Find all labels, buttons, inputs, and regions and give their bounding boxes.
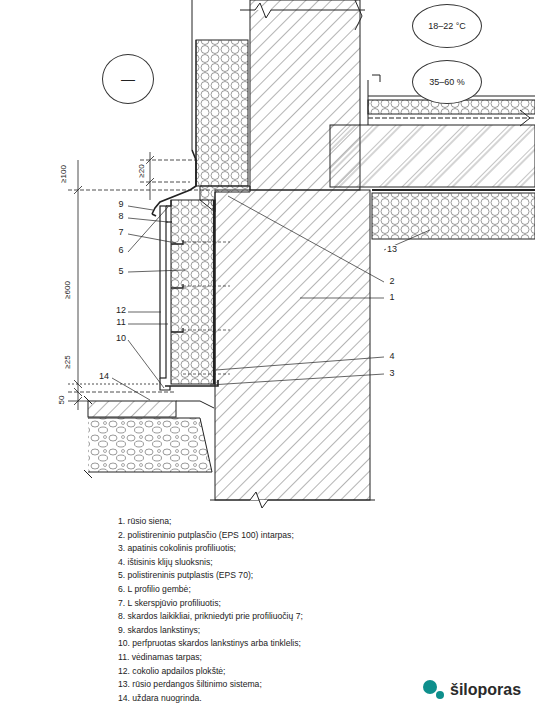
callout-number: 14 [98,372,110,382]
callout-number: 5 [117,267,124,277]
legend-item: 8. skardos laikikliai, prikniedyti prie … [118,612,303,621]
brand-name: šiloporas [450,681,521,699]
callout-number: 3 [388,369,395,379]
legend-item: 5. polistireninis putplastis (EPS 70); [118,571,253,580]
condition-oval: 18–22 °C [412,4,482,48]
condition-oval: 35–60 % [412,60,482,104]
callout-number: 1 [388,293,395,303]
callout-number: 6 [117,246,124,256]
legend-item: 1. rūsio siena; [118,517,172,526]
legend-item: 6. L profilio gembė; [118,585,191,594]
legend-item: 10. perfpruotas skardos lankstinys arba … [118,639,301,648]
callout-number: 7 [117,228,124,238]
callout-number: 10 [115,334,127,344]
symbol-circle: — [102,54,154,104]
node-text: 18–22 °C [428,21,466,31]
dimension: ≥100 [60,164,69,184]
callout-number: 13 [386,245,398,255]
legend-item: 12. cokolio apdailos plokštė; [118,667,226,676]
callout-number: 8 [117,212,124,222]
logo-mark [423,680,444,699]
callout-number: 2 [388,277,395,287]
legend-item: 14. uždara nuogrinda. [118,694,202,703]
node-text: 35–60 % [429,77,465,87]
legend-item: 7. L skerspjūvio profiliuotis; [118,599,221,608]
legend-item: 2. polistireninio putplasčio (EPS 100) i… [118,531,294,540]
dimension: ≥600 [64,280,73,300]
dimension: ≥25 [64,354,73,369]
legend-item: 4. ištisinis klijų sluoksnis; [118,558,213,567]
node-text: — [121,71,135,87]
legend-item: 13. rūsio perdangos šiltinimo sistema; [118,680,262,689]
callout-number: 11 [115,318,126,328]
callout-number: 12 [115,306,127,316]
legend-item: 9. skardos lankstinys; [118,626,200,635]
callout-number: 4 [388,352,395,362]
legend-item: 11. vėdinamas tarpas; [118,653,202,662]
callout-number: 9 [117,200,124,210]
dimension: ≥20 [138,163,147,178]
legend-item: 3. apatinis cokolinis profiliuotis; [118,544,236,553]
dimension: 50 [58,395,67,406]
